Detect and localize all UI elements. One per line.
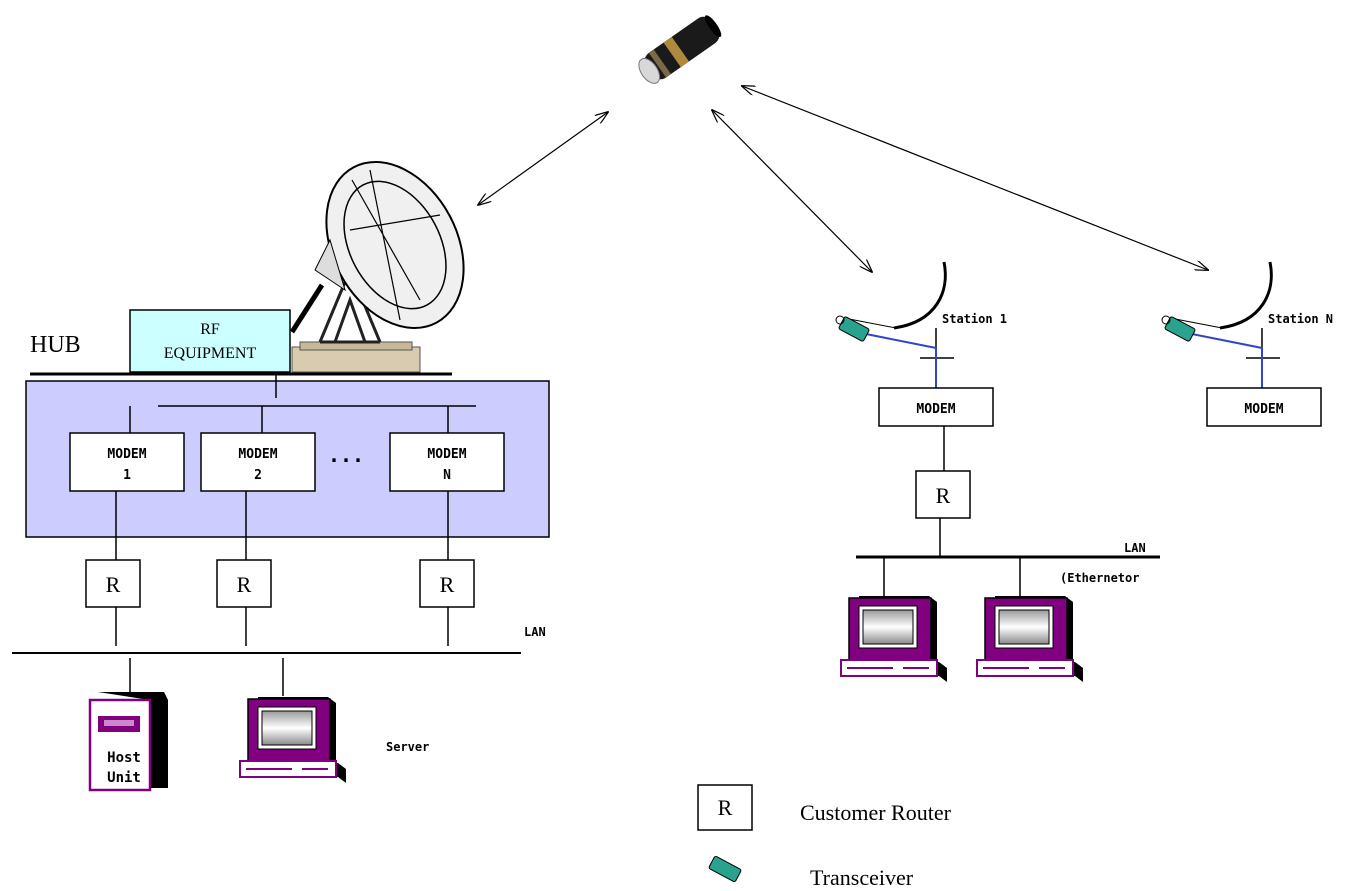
station-n-label: Station N xyxy=(1268,312,1333,326)
hub-modem-ellipsis: ... xyxy=(328,443,364,467)
satellite-icon xyxy=(638,15,722,84)
svg-text:MODEM: MODEM xyxy=(1244,402,1283,417)
station-1-computer-2-icon xyxy=(976,595,1084,683)
station-1-label: Station 1 xyxy=(942,312,1007,326)
station-1-computer-1-icon xyxy=(840,595,948,683)
station-1-dish-icon xyxy=(834,260,956,390)
rf-equipment-label-1: RF xyxy=(200,321,220,338)
link-arrow-station-n xyxy=(742,86,1208,270)
satellite-links xyxy=(478,86,1208,272)
hub-label: HUB xyxy=(30,332,81,358)
svg-text:MODEM: MODEM xyxy=(427,447,466,462)
hub-wiring xyxy=(115,374,476,696)
svg-text:MODEM: MODEM xyxy=(107,447,146,462)
station-1-lan-label: LAN xyxy=(1124,541,1146,555)
legend-transceiver-icon xyxy=(708,855,742,883)
svg-text:N: N xyxy=(443,468,451,483)
rf-equipment-label-2: EQUIPMENT xyxy=(164,345,257,362)
hub-modem-2: MODEM 2 xyxy=(200,432,316,492)
svg-text:R: R xyxy=(237,572,252,597)
hub-router-n: R xyxy=(419,559,475,608)
legend-router-text: Customer Router xyxy=(800,800,952,825)
svg-text:1: 1 xyxy=(123,468,131,483)
svg-text:MODEM: MODEM xyxy=(238,447,277,462)
legend-router-symbol: R xyxy=(697,784,753,831)
hub-modem-1: MODEM 1 xyxy=(69,432,185,492)
hub-router-2: R xyxy=(216,559,272,608)
svg-text:R: R xyxy=(440,572,455,597)
hub-modem-n: MODEM N xyxy=(389,432,505,492)
link-arrow-station-1 xyxy=(712,110,872,272)
svg-text:MODEM: MODEM xyxy=(916,402,955,417)
station-n-dish-icon xyxy=(1160,260,1282,390)
station-1-lan-sublabel: (Ethernetor xyxy=(1060,571,1139,585)
svg-text:R: R xyxy=(936,483,951,508)
host-unit-icon xyxy=(88,692,168,792)
svg-text:R: R xyxy=(106,572,121,597)
svg-text:R: R xyxy=(718,795,733,820)
station-1-modem: MODEM xyxy=(878,387,994,427)
legend-transceiver-text: Transceiver xyxy=(810,865,914,890)
server-computer-icon xyxy=(239,696,347,784)
svg-text:2: 2 xyxy=(254,468,262,483)
hub-lan-label: LAN xyxy=(524,625,546,639)
rf-equipment-box xyxy=(129,309,291,373)
station-1-router: R xyxy=(915,470,971,519)
host-unit-label-1: Host xyxy=(107,750,141,766)
server-label: Server xyxy=(386,740,429,754)
hub-router-1: R xyxy=(85,559,141,608)
host-unit-label-2: Unit xyxy=(107,770,141,786)
hub-dish-antenna-icon xyxy=(289,161,465,373)
station-n-modem: MODEM xyxy=(1206,387,1322,427)
link-arrow-hub xyxy=(478,112,608,205)
